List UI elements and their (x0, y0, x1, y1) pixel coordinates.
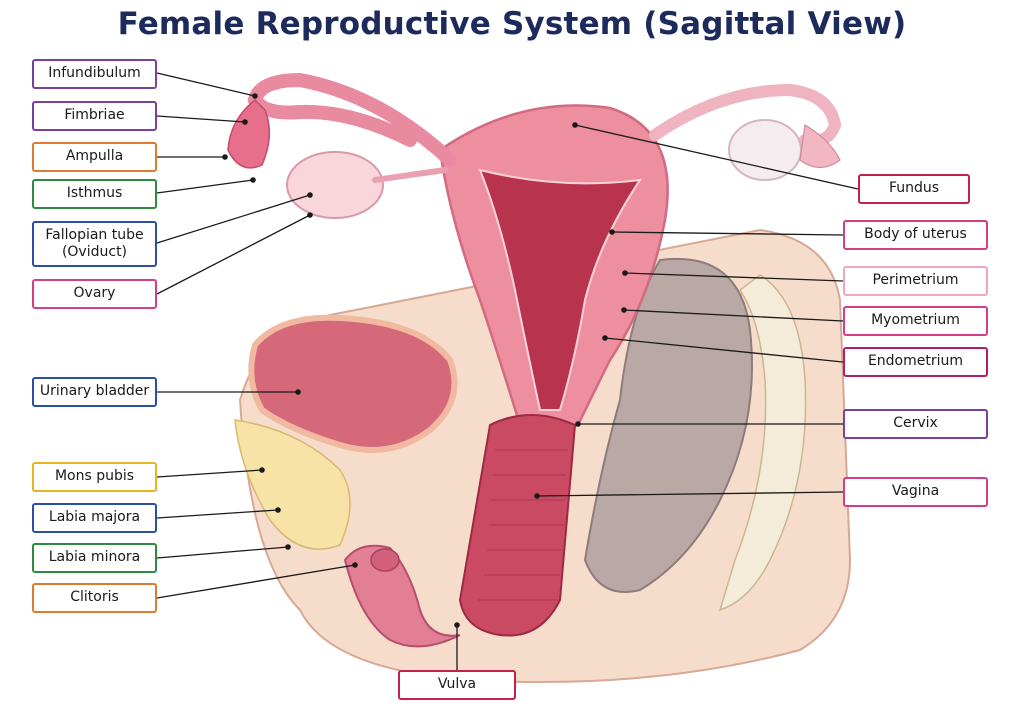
page-title: Female Reproductive System (Sagittal Vie… (117, 6, 907, 42)
leader-dot-vagina (534, 493, 540, 499)
leader-dot-cervix (575, 421, 581, 427)
clitoris-organ (370, 548, 400, 572)
leader-ovary (156, 214, 311, 295)
leader-dot-clitoris (352, 562, 358, 568)
label-ovary: Ovary (32, 279, 157, 309)
label-vulva: Vulva (398, 670, 516, 700)
leader-dot-fimbriae (242, 119, 248, 125)
leader-dot-urinary-bladder (295, 389, 301, 395)
leader-body-of-uterus (611, 231, 844, 236)
label-fallopian-tube: Fallopian tube (Oviduct) (32, 221, 157, 267)
label-body-of-uterus: Body of uterus (843, 220, 988, 250)
leader-dot-endometrium (602, 335, 608, 341)
leader-dot-fundus (572, 122, 578, 128)
leader-labia-majora (156, 509, 279, 519)
leader-dot-ampulla (222, 154, 228, 160)
left-ovary (286, 151, 384, 219)
leader-fallopian-tube (156, 194, 311, 244)
leader-dot-labia-majora (275, 507, 281, 513)
label-mons-pubis: Mons pubis (32, 462, 157, 492)
leader-dot-labia-minora (285, 544, 291, 550)
label-labia-majora: Labia majora (32, 503, 157, 533)
label-cervix: Cervix (843, 409, 988, 439)
leader-isthmus (156, 179, 254, 194)
leader-dot-ovary (307, 212, 313, 218)
leader-dot-myometrium (621, 307, 627, 313)
mons-pubis-tissue (234, 419, 351, 550)
label-isthmus: Isthmus (32, 179, 157, 209)
sacrum (718, 274, 807, 612)
label-fundus: Fundus (858, 174, 970, 204)
leader-dot-vulva (454, 622, 460, 628)
leader-labia-minora (156, 546, 289, 559)
leader-dot-infundibulum (252, 93, 258, 99)
right-fallopian-tube (649, 83, 842, 147)
leader-myometrium (623, 309, 844, 322)
label-myometrium: Myometrium (843, 306, 988, 336)
leader-dot-fallopian-tube (307, 192, 313, 198)
label-clitoris: Clitoris (32, 583, 157, 613)
label-infundibulum: Infundibulum (32, 59, 157, 89)
label-ampulla: Ampulla (32, 142, 157, 172)
leader-vagina (536, 491, 844, 497)
leader-dot-isthmus (250, 177, 256, 183)
label-perimetrium: Perimetrium (843, 266, 988, 296)
uterine-cavity (478, 168, 643, 411)
leader-mons-pubis (156, 469, 263, 478)
leader-clitoris (156, 564, 356, 599)
rectum (583, 257, 753, 593)
label-fimbriae: Fimbriae (32, 101, 157, 131)
right-fimbriae (799, 124, 841, 169)
leader-dot-body-of-uterus (609, 229, 615, 235)
leader-fundus (574, 124, 859, 190)
label-labia-minora: Labia minora (32, 543, 157, 573)
leader-dot-mons-pubis (259, 467, 265, 473)
urinary-bladder-organ (248, 314, 458, 453)
leader-dot-perimetrium (622, 270, 628, 276)
leader-perimetrium (624, 272, 844, 282)
leader-fimbriae (156, 115, 246, 123)
label-urinary-bladder: Urinary bladder (32, 377, 157, 407)
leader-infundibulum (156, 72, 256, 97)
leader-endometrium (604, 337, 844, 363)
vulva-region (343, 544, 461, 648)
left-fimbriae (227, 98, 271, 169)
label-endometrium: Endometrium (843, 347, 988, 377)
label-vagina: Vagina (843, 477, 988, 507)
